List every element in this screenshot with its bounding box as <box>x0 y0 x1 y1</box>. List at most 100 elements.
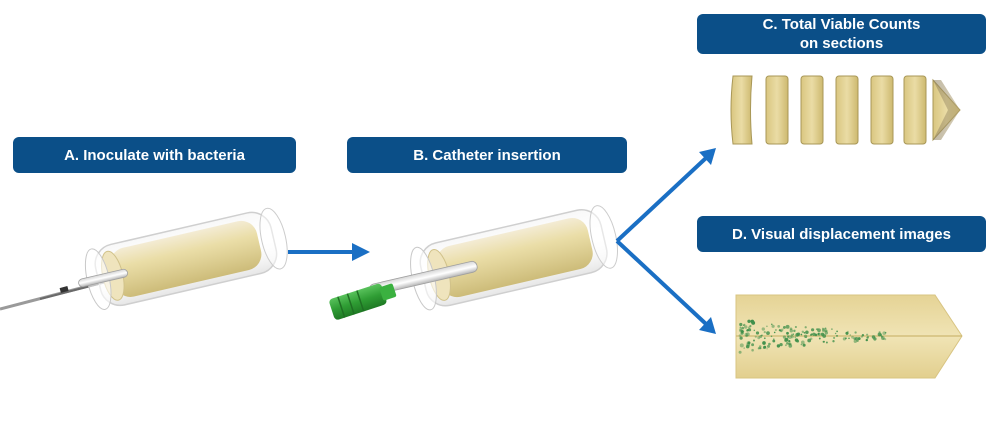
bacteria-dot <box>794 336 797 339</box>
bacteria-dot <box>766 348 768 350</box>
bacteria-dot <box>739 322 743 327</box>
bacteria-dot <box>786 342 789 345</box>
bacteria-dot <box>857 337 861 341</box>
wire-marker <box>59 286 69 293</box>
bacteria-dot <box>788 339 791 343</box>
bacteria-dot <box>822 327 824 330</box>
bacteria-dot <box>845 331 849 335</box>
catheter-hub <box>329 283 397 320</box>
bacteria-dot <box>824 331 829 335</box>
bacteria-dot <box>882 337 885 340</box>
bacteria-dot <box>748 328 752 332</box>
tube-end-right <box>259 207 288 270</box>
bacteria-dot <box>817 328 821 333</box>
bacteria-dot <box>796 339 800 343</box>
bacteria-dot <box>822 340 825 343</box>
step-c-label-line1: C. Total Viable Counts <box>762 16 921 33</box>
bacteria-dot <box>833 336 836 339</box>
bacteria-dot <box>766 331 770 335</box>
bacteria-dot <box>790 335 794 339</box>
bacteria-dot <box>844 337 847 340</box>
bacteria-dot <box>814 333 818 337</box>
bacteria-dot <box>781 328 784 331</box>
bacteria-dot <box>848 337 850 340</box>
bacteria-dot <box>832 340 835 343</box>
arrow-head-c <box>699 148 716 165</box>
step-c-label: C. Total Viable Counts on sections <box>697 14 986 54</box>
step-b-label-text: B. Catheter insertion <box>413 146 561 164</box>
bacteria-dot <box>794 325 797 329</box>
bacteria-dot <box>822 340 825 343</box>
step-a-label-text: A. Inoculate with bacteria <box>64 146 245 164</box>
bacteria-dot <box>834 332 837 335</box>
bacteria-dot <box>855 337 859 341</box>
bacteria-dot <box>787 342 791 346</box>
step-b-label: B. Catheter insertion <box>347 137 627 173</box>
bacteria-dot <box>854 331 857 334</box>
bacteria-dot <box>810 334 812 336</box>
bacteria-dot <box>771 323 773 326</box>
bacteria-dot <box>747 319 751 323</box>
bacteria-dot <box>803 331 806 334</box>
bacteria-dot <box>782 325 786 329</box>
bacteria-dot <box>770 335 773 338</box>
bacteria-dot <box>805 330 809 335</box>
bacteria-dot <box>811 328 815 332</box>
bacteria-dot <box>866 333 869 336</box>
section-6 <box>903 75 927 145</box>
bacteria-dot <box>800 333 803 336</box>
bacteria-dot <box>878 331 881 334</box>
bacteria-dot <box>836 330 838 333</box>
bacteria-dot <box>776 344 781 348</box>
step-d-label-text: D. Visual displacement images <box>732 225 951 243</box>
needle-hub <box>78 268 128 288</box>
bacteria-dot <box>772 338 775 341</box>
bacteria-dot <box>800 343 803 346</box>
branch-arrows <box>615 148 716 334</box>
bacteria-dot <box>779 329 783 333</box>
bacteria-dot <box>761 327 765 331</box>
bacteria-dot <box>751 343 755 347</box>
bacteria-dot <box>753 339 755 342</box>
bacteria-dot <box>779 342 783 347</box>
bacteria-dot <box>792 333 795 335</box>
bacteria-dot <box>790 333 794 336</box>
bacteria-dot <box>771 324 775 328</box>
section-1 <box>730 75 753 145</box>
bacteria-dot <box>754 335 757 338</box>
bacteria-dot <box>884 338 887 341</box>
bacteria-dot <box>801 330 804 333</box>
tube-end-right-b <box>589 205 618 269</box>
bacteria-dot <box>882 331 886 335</box>
bacteria-dot <box>804 326 807 329</box>
bacteria-dot <box>739 343 744 348</box>
bacteria-dot <box>778 329 782 332</box>
bacteria-dot <box>860 335 863 338</box>
bacteria-dot <box>801 340 805 345</box>
bacteria-dot <box>849 334 852 336</box>
bacteria-dots <box>738 319 887 354</box>
bacteria-dot <box>824 327 827 330</box>
bacteria-dot <box>745 334 748 338</box>
bacteria-dot <box>818 337 821 340</box>
bacteria-dot <box>861 334 865 337</box>
bacteria-dot <box>853 339 857 343</box>
bacteria-dot <box>774 328 777 332</box>
bacteria-dot <box>763 330 766 334</box>
bacteria-dot <box>817 332 821 337</box>
bacteria-dot <box>866 336 869 339</box>
bacteria-dot <box>743 325 748 329</box>
section-5 <box>870 75 894 145</box>
bacteria-dot <box>788 335 792 339</box>
bacteria-dot <box>782 335 786 339</box>
bacteria-dot <box>739 336 743 340</box>
bacteria-dot <box>793 329 796 333</box>
bacteria-dot <box>856 339 859 343</box>
bacteria-dot <box>753 329 756 332</box>
step-a-label: A. Inoculate with bacteria <box>13 137 296 173</box>
bacteria-dot <box>788 344 793 348</box>
bacteria-dot <box>784 344 787 347</box>
bacteria-dot <box>817 332 820 335</box>
arrow-to-d <box>615 239 708 326</box>
bacteria-dot <box>757 347 761 350</box>
